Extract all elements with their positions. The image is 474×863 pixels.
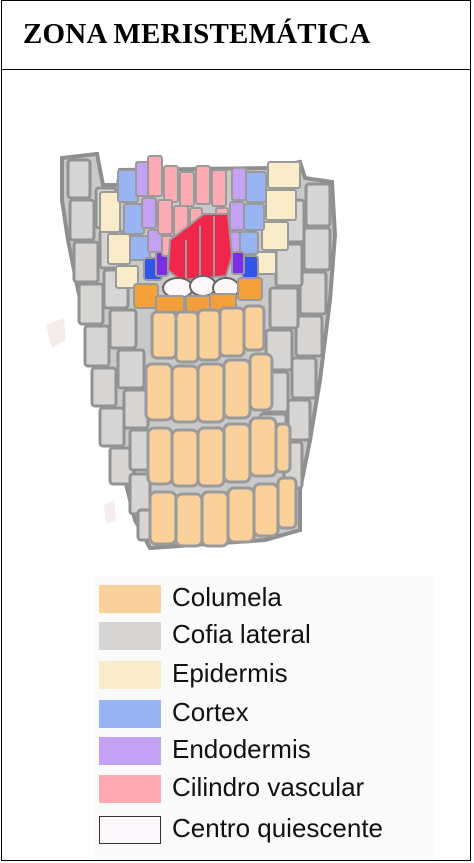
legend-label-cortex: Cortex <box>172 697 249 728</box>
legend-swatch-cortex <box>99 700 161 728</box>
legend-label-cofia-lateral: Cofia lateral <box>172 619 311 650</box>
legend-swatch-columela <box>99 585 161 613</box>
legend-swatch-endodermis <box>99 737 161 765</box>
legend-label-columela: Columela <box>172 582 282 613</box>
legend-item-epidermis: Epidermis <box>98 656 434 692</box>
legend-label-cilindro-vascular: Cilindro vascular <box>172 772 364 803</box>
legend-swatch-cofia-lateral <box>99 622 161 650</box>
legend-label-centro-quiescente: Centro quiescente <box>172 813 383 844</box>
smudge-mark <box>46 318 66 348</box>
legend-swatch-centro-quiescente <box>99 816 161 844</box>
legend-item-columela: Columela <box>98 580 434 616</box>
legend-swatch-cilindro-vascular <box>99 775 161 803</box>
legend-label-epidermis: Epidermis <box>172 658 288 689</box>
legend: Columela Cofia lateral Epidermis Cortex … <box>94 576 434 857</box>
legend-item-cortex: Cortex <box>98 695 434 731</box>
legend-item-cofia-lateral: Cofia lateral <box>98 617 434 653</box>
smudge-mark <box>104 500 116 524</box>
legend-item-centro-quiescente: Centro quiescente <box>98 811 434 847</box>
legend-label-endodermis: Endodermis <box>172 734 311 765</box>
legend-item-cilindro-vascular: Cilindro vascular <box>98 770 434 806</box>
legend-item-endodermis: Endodermis <box>98 732 434 768</box>
legend-swatch-epidermis <box>99 661 161 689</box>
